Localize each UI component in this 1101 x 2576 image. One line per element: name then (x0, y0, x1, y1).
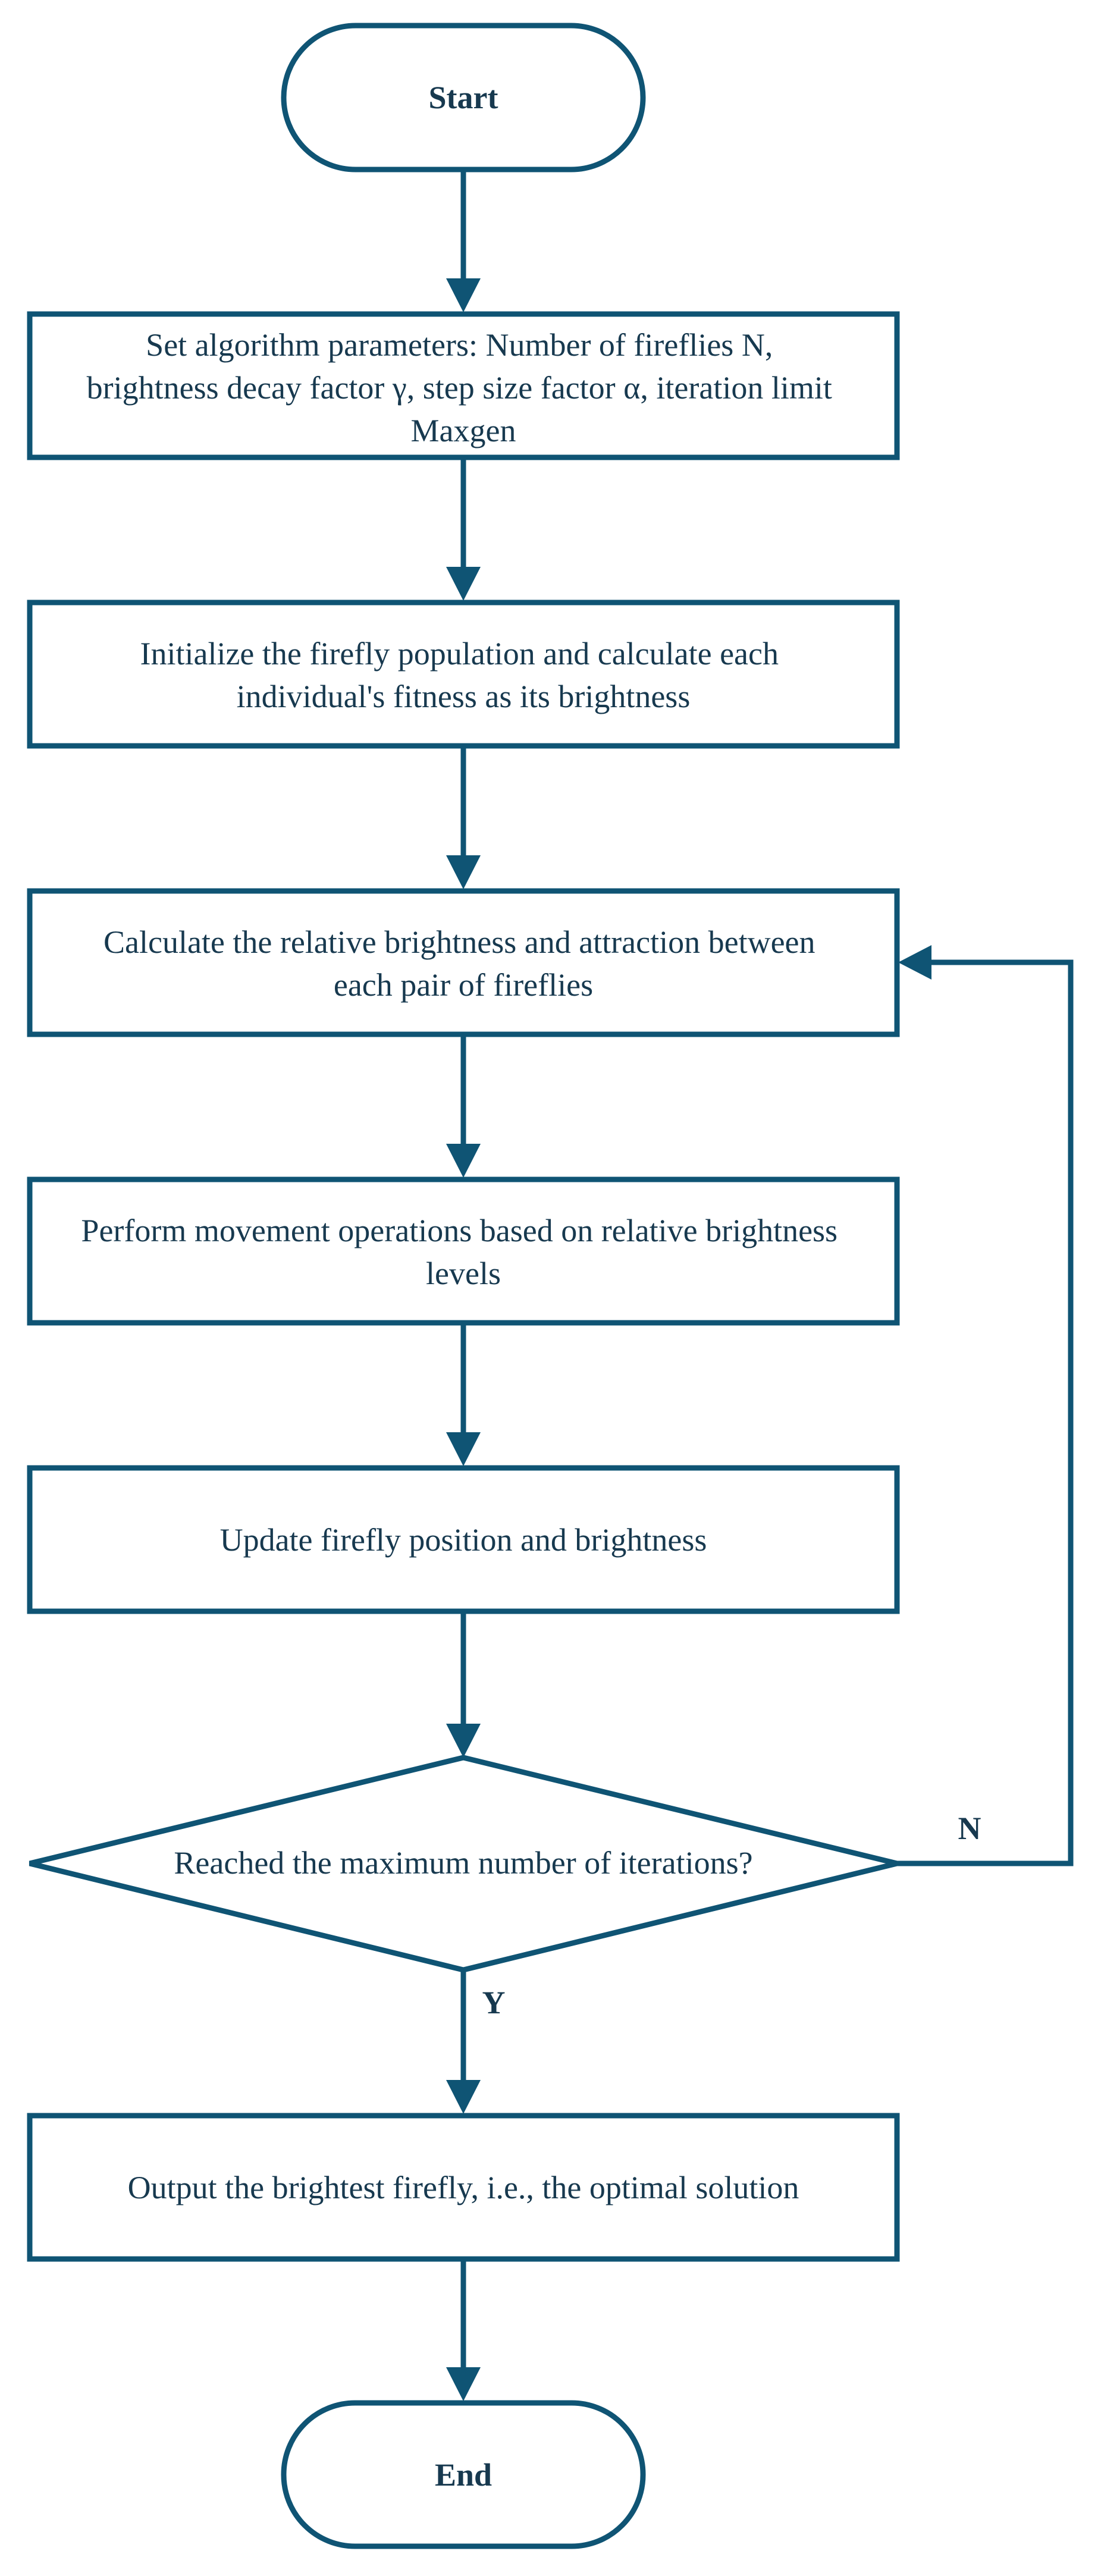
start-label: Start (429, 80, 498, 115)
process-perform-movement: Perform movement operations based on rel… (27, 1176, 900, 1326)
set-parameters-line-3: Maxgen (411, 413, 516, 448)
loop-back-connector (897, 945, 1074, 1866)
calculate-brightness-line-1: Calculate the relative brightness and at… (103, 924, 815, 960)
process-calculate-brightness: Calculate the relative brightness and at… (27, 888, 900, 1037)
end-label: End (435, 2457, 492, 2493)
arrow-step-3-to-step-4 (446, 1034, 481, 1178)
arrow-decision-to-output (446, 1970, 481, 2114)
initialize-population-line-1: Initialize the firefly population and ca… (140, 636, 779, 672)
initialize-population-line-2: individual's fitness as its brightness (237, 679, 691, 714)
process-output-solution: Output the brightest firefly, i.e., the … (27, 2113, 900, 2262)
set-parameters-text: Set algorithm parameters: Number of fire… (87, 327, 840, 448)
end-node: End (281, 2400, 646, 2549)
perform-movement-line-1: Perform movement operations based on rel… (81, 1213, 837, 1248)
no-branch-label: N (958, 1811, 981, 1846)
arrow-start-to-step-1 (446, 170, 481, 312)
arrow-step-2-to-step-3 (446, 746, 481, 889)
update-position-line-1: Update firefly position and brightness (220, 1522, 707, 1558)
start-node: Start (281, 23, 646, 172)
process-update-position: Update firefly position and brightness (27, 1465, 900, 1614)
output-solution-text: Output the brightest firefly, i.e., the … (128, 2170, 799, 2205)
yes-branch-label: Y (482, 1985, 506, 2020)
calculate-brightness-text: Calculate the relative brightness and at… (103, 924, 823, 1003)
perform-movement-line-2: levels (426, 1256, 501, 1291)
set-parameters-line-1: Set algorithm parameters: Number of fire… (146, 327, 773, 363)
perform-movement-text: Perform movement operations based on rel… (81, 1213, 845, 1291)
update-position-text: Update firefly position and brightness (220, 1522, 707, 1558)
set-parameters-line-2: brightness decay factor γ, step size fac… (87, 370, 832, 406)
initialize-population-text: Initialize the firefly population and ca… (140, 636, 787, 714)
arrow-step-1-to-step-2 (446, 457, 481, 601)
calculate-brightness-line-2: each pair of fireflies (334, 967, 593, 1003)
arrow-step-5-to-decision (446, 1611, 481, 1758)
decision-max-iterations: Reached the maximum number of iterations… (29, 1755, 898, 1973)
output-solution-line-1: Output the brightest firefly, i.e., the … (128, 2170, 799, 2205)
process-initialize-population: Initialize the firefly population and ca… (27, 600, 900, 749)
arrow-output-to-end (446, 2259, 481, 2401)
decision-label: Reached the maximum number of iterations… (174, 1845, 752, 1881)
process-set-parameters: Set algorithm parameters: Number of fire… (27, 311, 900, 460)
arrow-step-4-to-step-5 (446, 1323, 481, 1466)
